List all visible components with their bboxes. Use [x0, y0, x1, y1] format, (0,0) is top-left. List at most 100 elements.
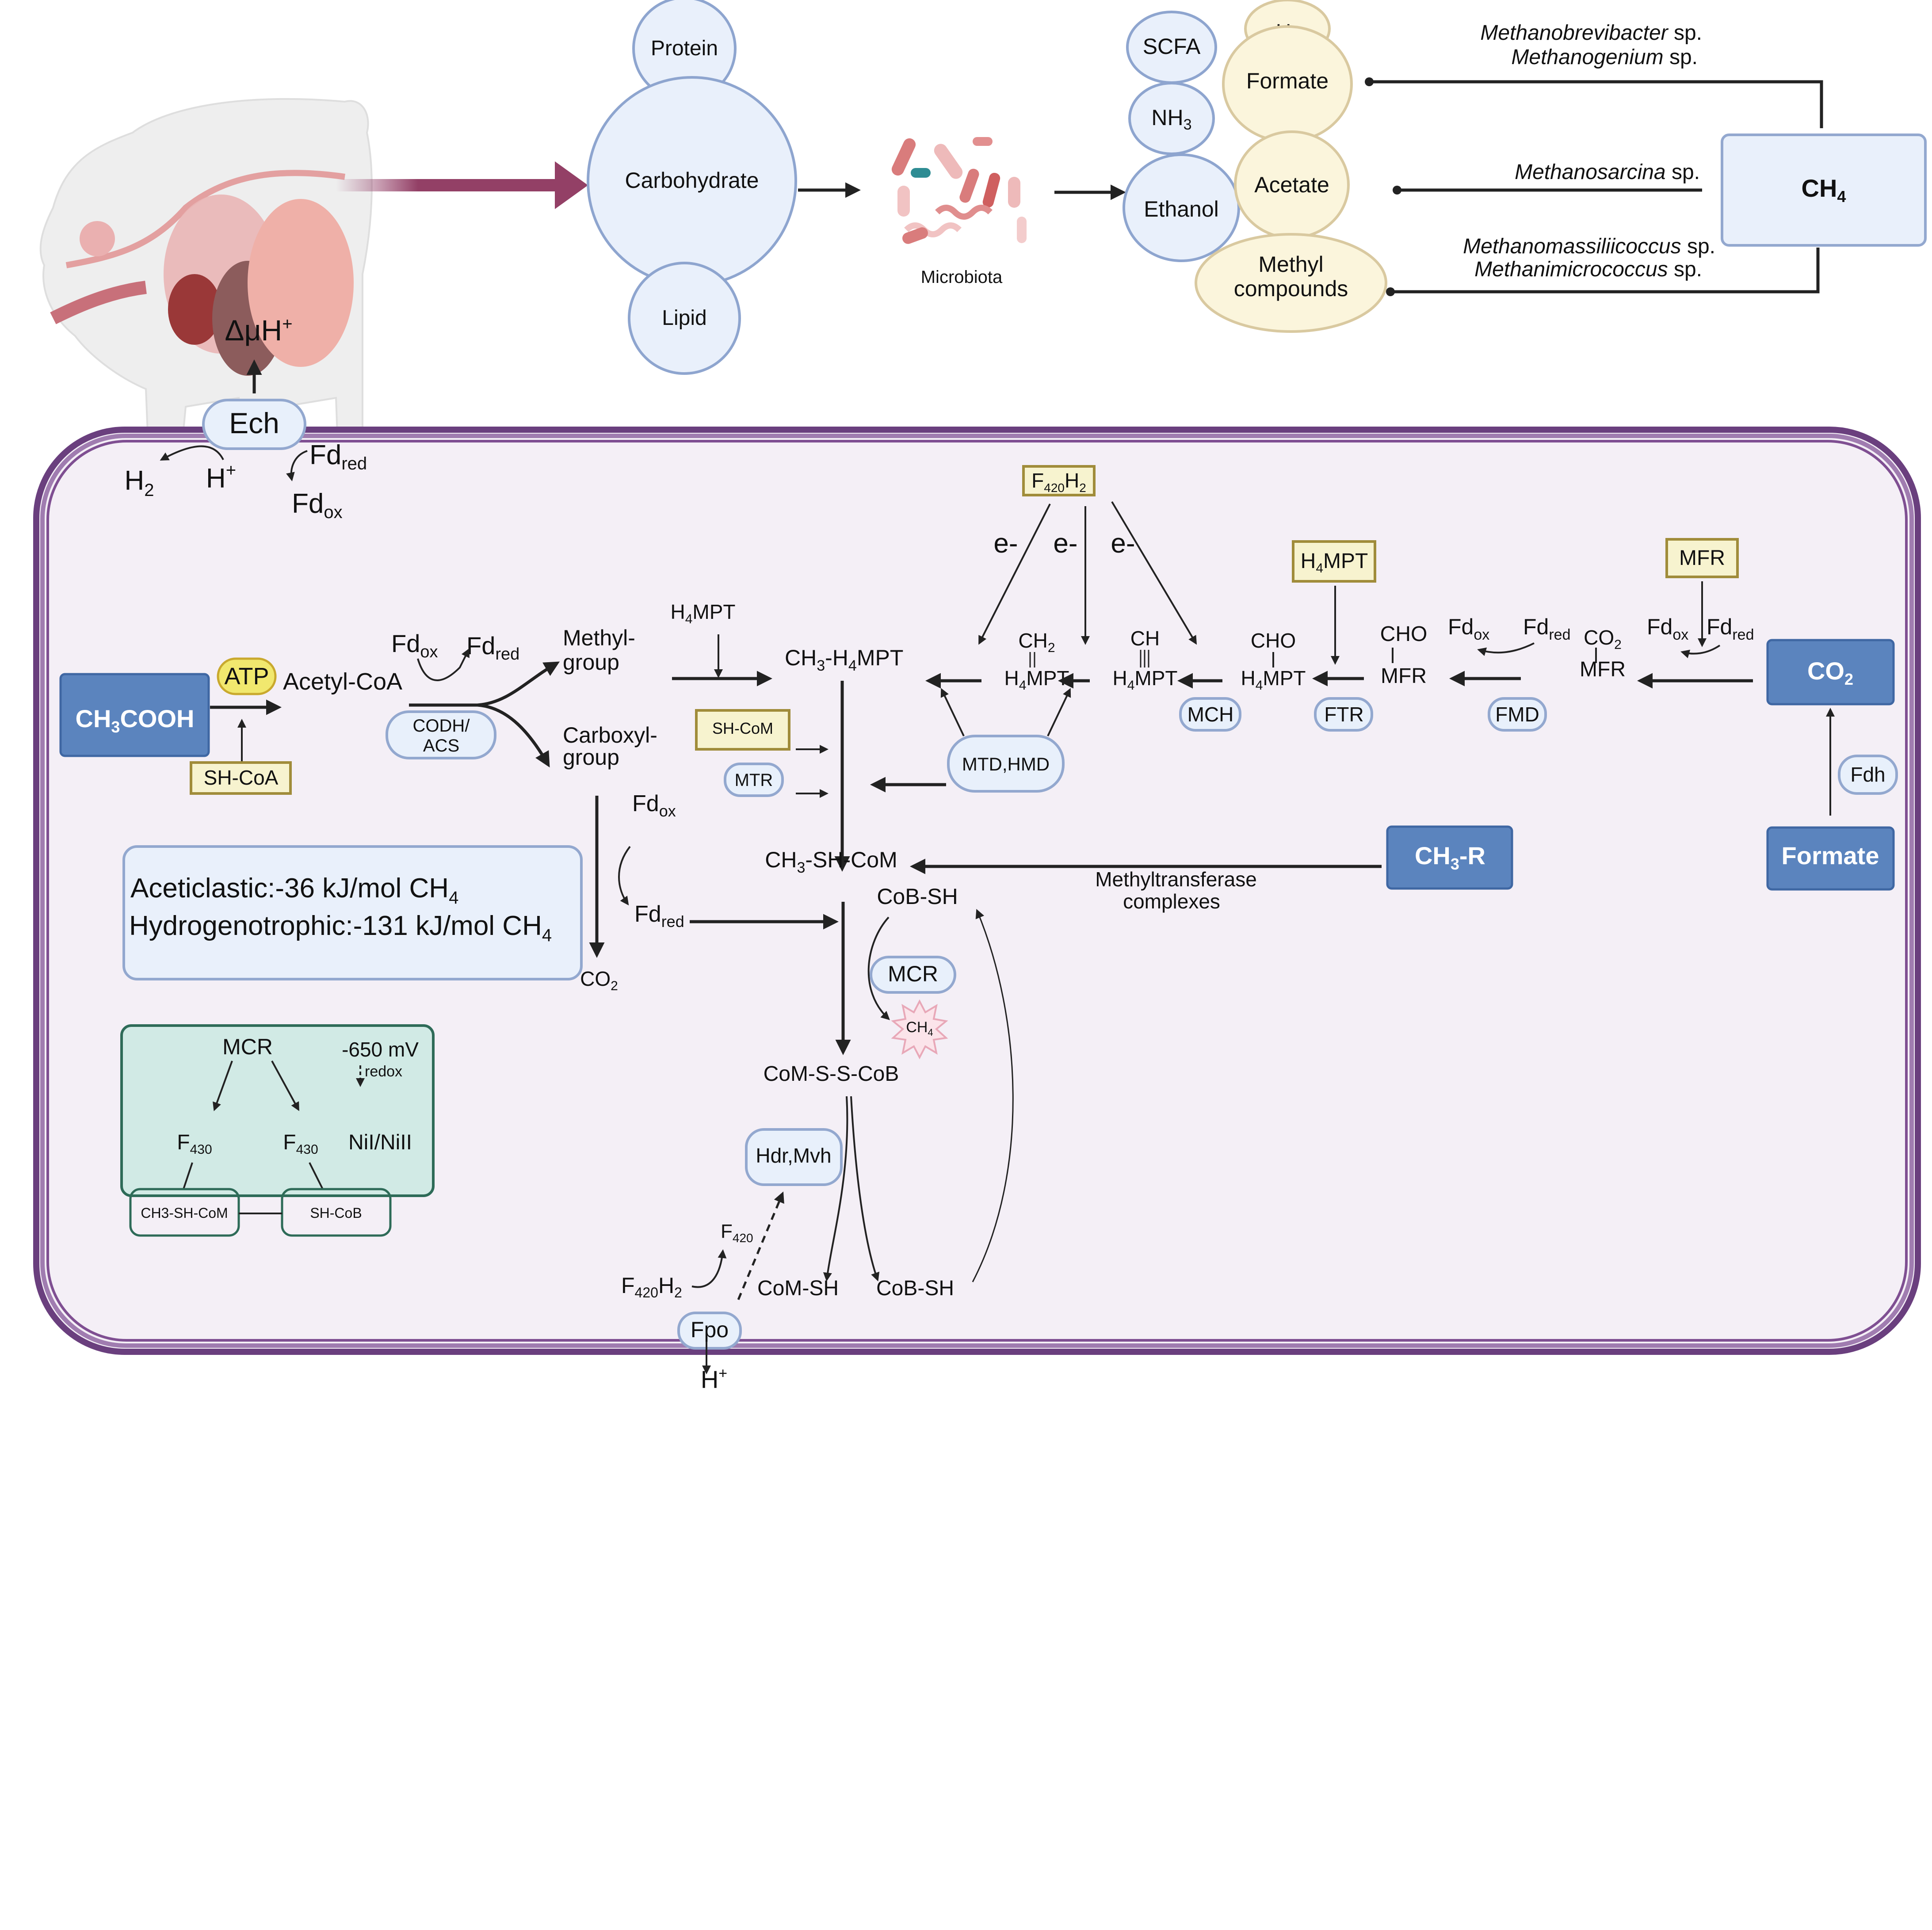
acs-label: ACS [423, 736, 459, 755]
electron-1: e- [993, 528, 1018, 559]
methyl-group-label-2: group [563, 650, 619, 675]
sh-cob-mcr: SH-CoB [310, 1205, 362, 1221]
mch-label: MCH [1187, 703, 1234, 726]
microbiota-label: Microbiota [921, 267, 1003, 287]
mcr-to-ch4-arrow [867, 916, 890, 1020]
mtd-arrow-2 [1047, 688, 1071, 736]
ftr-enzyme [1314, 697, 1373, 732]
nickel-state-label: NiI/NiII [348, 1131, 412, 1154]
fdox-to-fdred-arrow [618, 846, 631, 906]
ech-label: Ech [229, 407, 279, 439]
microbiota-icon [891, 137, 1027, 244]
mtr-label: MTR [735, 770, 773, 790]
ch3-h4mpt-label: CH3-H4MPT [785, 645, 903, 674]
electron-2: e- [1053, 528, 1077, 559]
ch4-product-box [1721, 133, 1927, 247]
hdr-mvh-label: Hdr,Mvh [756, 1144, 831, 1167]
fdred-acs: Fdred [466, 632, 519, 664]
fdred-to-fdox-arrow [286, 450, 308, 481]
svg-text:ΔμH+: ΔμH+ [225, 314, 292, 347]
to-cob-sh-arrow [850, 1096, 880, 1282]
h4mpt-cofactor-box [1292, 540, 1376, 583]
com-sh-label: CoM-SH [757, 1277, 839, 1300]
acetate-label: Acetate [1254, 172, 1329, 197]
h4mpt-cofactor: H4MPT [670, 600, 735, 626]
fmd-label: FMD [1495, 703, 1539, 726]
f420h2-label: F420H2 [1031, 469, 1086, 495]
ch-h4mpt: H4MPT [1112, 667, 1177, 693]
hplus-to-h2-arrow [160, 445, 224, 461]
species-methanobrevibacter: Methanobrevibacter sp. [1480, 21, 1702, 45]
cob-sh-label: CoB-SH [877, 884, 958, 909]
carboxyl-group-label-1: Carboxyl- [563, 723, 657, 748]
co2-substrate-box [1766, 639, 1895, 706]
ch4-burst-icon [891, 999, 948, 1060]
acetyl-coa-label: Acetyl-CoA [283, 668, 402, 695]
methyl-compounds-label-2: compounds [1234, 276, 1348, 301]
fdox-co2: Fdox [1647, 614, 1688, 643]
mcr-label: MCR [888, 961, 938, 986]
sh-com-box [695, 709, 790, 751]
hplus-fpo: H+ [701, 1365, 727, 1393]
co2-mfr-label: MFR [1580, 658, 1626, 681]
fdred-fmd: Fdred [1523, 614, 1571, 643]
delta-muh-top: ΔμH [225, 314, 282, 347]
fdox-carboxyl: Fdox [632, 791, 676, 820]
codh-label: CODH/ [413, 716, 470, 736]
carbohydrate-label: Carbohydrate [625, 168, 759, 193]
co2-fd-arrow [1680, 645, 1721, 658]
mtd-hmd-label: MTD,HMD [962, 754, 1050, 774]
fpo-label: Fpo [691, 1317, 729, 1342]
sh-coa-box [190, 761, 292, 795]
mcr-silent-title: MCR [222, 1034, 273, 1059]
mfr-cofactor-box [1665, 538, 1739, 578]
cell-membrane [33, 427, 1921, 1355]
codh-acs-enzyme [386, 710, 496, 759]
ch4-product-label: CH4 [1802, 174, 1846, 206]
mtd-arrow-1 [940, 688, 965, 736]
fdh-enzyme [1838, 755, 1898, 795]
species-methanimicrococcus: Methanimicrococcus sp. [1474, 258, 1702, 281]
aceticlastic-energy: Aceticlastic:-36 kJ/mol CH4 [130, 873, 458, 908]
ch3cooh-box [59, 673, 210, 757]
pig-arrow-head-icon [555, 161, 588, 209]
fdred-ech: Fdred [309, 440, 367, 473]
ch3cooh-label: CH3COOH [76, 705, 195, 736]
cho-mfr-label: MFR [1381, 664, 1427, 688]
methyltransferase-label-2: complexes [1123, 890, 1220, 913]
fdox-fmd: Fdox [1448, 614, 1489, 643]
formate-substrate-label: Formate [1782, 842, 1879, 870]
mtr-enzyme [724, 763, 784, 797]
species-methanomassiliicoccus: Methanomassiliicoccus sp. [1463, 235, 1715, 258]
atp-input-label: ATP [224, 663, 269, 690]
ch3r-substrate-label: CH3-R [1415, 842, 1485, 873]
f420h2-to-f420-arrow [691, 1249, 727, 1288]
energy-yield-box [122, 845, 583, 980]
fd-acs-arrow [417, 648, 470, 681]
redox-label: redox [365, 1063, 402, 1080]
ch3-sh-com-mcr: CH3-SH-CoM [141, 1205, 228, 1221]
cho-group: CHO [1251, 629, 1296, 652]
fdox-acs: Fdox [391, 629, 438, 661]
atp-input-badge [217, 657, 277, 695]
cho-mfr-group: CHO [1380, 622, 1428, 646]
lipid-label: Lipid [662, 306, 706, 330]
methyl-group-label-1: Methyl- [563, 626, 635, 650]
hydrogenotrophic-energy: Hydrogenotrophic:-131 kJ/mol CH4 [129, 911, 552, 945]
fdh-label: Fdh [1850, 763, 1885, 786]
ch2-group: CH2 [1018, 629, 1055, 655]
ftr-label: FTR [1324, 703, 1363, 726]
sh-com-label: SH-CoM [712, 719, 773, 737]
cob-sh-product-label: CoB-SH [876, 1277, 954, 1300]
formate-label: Formate [1246, 69, 1329, 93]
mcr-silent-panel: MCR -650 mV redox F430 F430 NiI/NiII CH3… [120, 1024, 435, 1237]
sh-coa-label: SH-CoA [204, 766, 279, 789]
protein-label: Protein [651, 37, 718, 60]
species-methanogenium: Methanogenium sp. [1511, 46, 1698, 69]
fermentation-products: SCFA NH3 H2 Formate Ethanol Acetate Meth… [1123, 0, 1387, 333]
lipid-bubble [628, 262, 741, 375]
species-connectors [1365, 77, 1823, 296]
scfa-label: SCFA [1143, 34, 1201, 59]
fpo-to-hdr-dashed-arrow [737, 1191, 784, 1300]
